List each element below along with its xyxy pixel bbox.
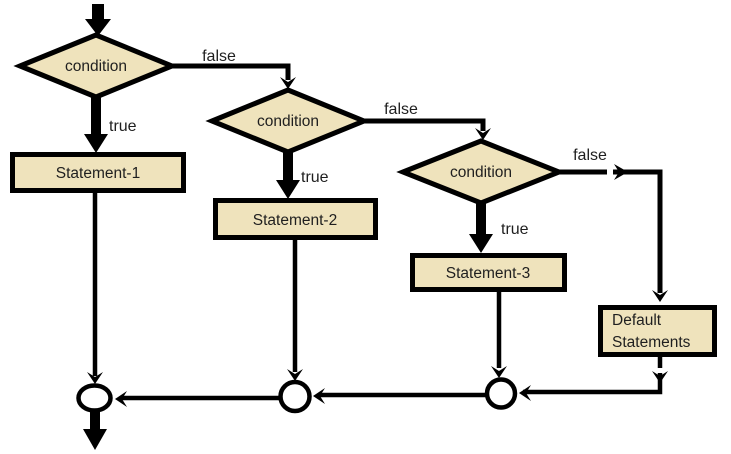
true3-arrow-icon xyxy=(469,201,493,253)
true3-label: true xyxy=(501,221,529,238)
circle1-top-arrowhead-icon xyxy=(87,372,103,384)
false1-label: false xyxy=(202,48,236,65)
false3-mid-arrowhead-icon xyxy=(614,164,628,180)
decision3-label: condition xyxy=(450,164,512,181)
statement1-label: Statement-1 xyxy=(56,165,140,182)
circle1-right-arrowhead-icon xyxy=(115,391,127,407)
merge-circle-3 xyxy=(484,377,518,410)
default-down-left-connector xyxy=(523,354,663,395)
default-statements-box xyxy=(598,305,717,357)
decision1-label: condition xyxy=(65,58,127,75)
statement2-box xyxy=(213,198,378,240)
true1-arrow-icon xyxy=(84,95,108,153)
false3-label: false xyxy=(573,147,607,164)
false2-arrowhead-icon xyxy=(475,128,491,140)
merge-circle-1 xyxy=(76,383,113,413)
true2-label: true xyxy=(301,169,329,186)
false3-line-gap xyxy=(607,166,613,178)
default-statements-label-line2: Statements xyxy=(612,334,691,351)
false1-connector xyxy=(166,63,291,80)
false2-connector xyxy=(358,118,486,131)
exit-arrow-icon xyxy=(83,411,107,450)
false2-label: false xyxy=(384,101,418,118)
statement2-label: Statement-2 xyxy=(253,212,337,229)
circle2-right-arrowhead-icon xyxy=(313,388,325,404)
circle3-top-arrowhead-icon xyxy=(491,366,507,378)
entry-arrow-icon xyxy=(85,4,111,36)
false1-arrowhead-icon xyxy=(280,77,296,89)
decision2-label: condition xyxy=(257,113,319,130)
merge-circle-2 xyxy=(278,379,312,414)
default-statements-label-line1: Default xyxy=(612,312,662,329)
false3-connector xyxy=(553,169,663,293)
statement3-box xyxy=(410,253,567,292)
default-line-gap xyxy=(654,368,666,373)
circle3-right-arrowhead-icon xyxy=(519,385,531,401)
false3-arrowhead-icon xyxy=(652,290,668,302)
default-mid-arrowhead-icon xyxy=(652,371,668,383)
true1-label: true xyxy=(109,118,137,135)
circle2-top-arrowhead-icon xyxy=(287,369,303,381)
statement1-box xyxy=(10,152,186,193)
true2-arrow-icon xyxy=(276,150,300,199)
statement3-label: Statement-3 xyxy=(446,265,530,282)
